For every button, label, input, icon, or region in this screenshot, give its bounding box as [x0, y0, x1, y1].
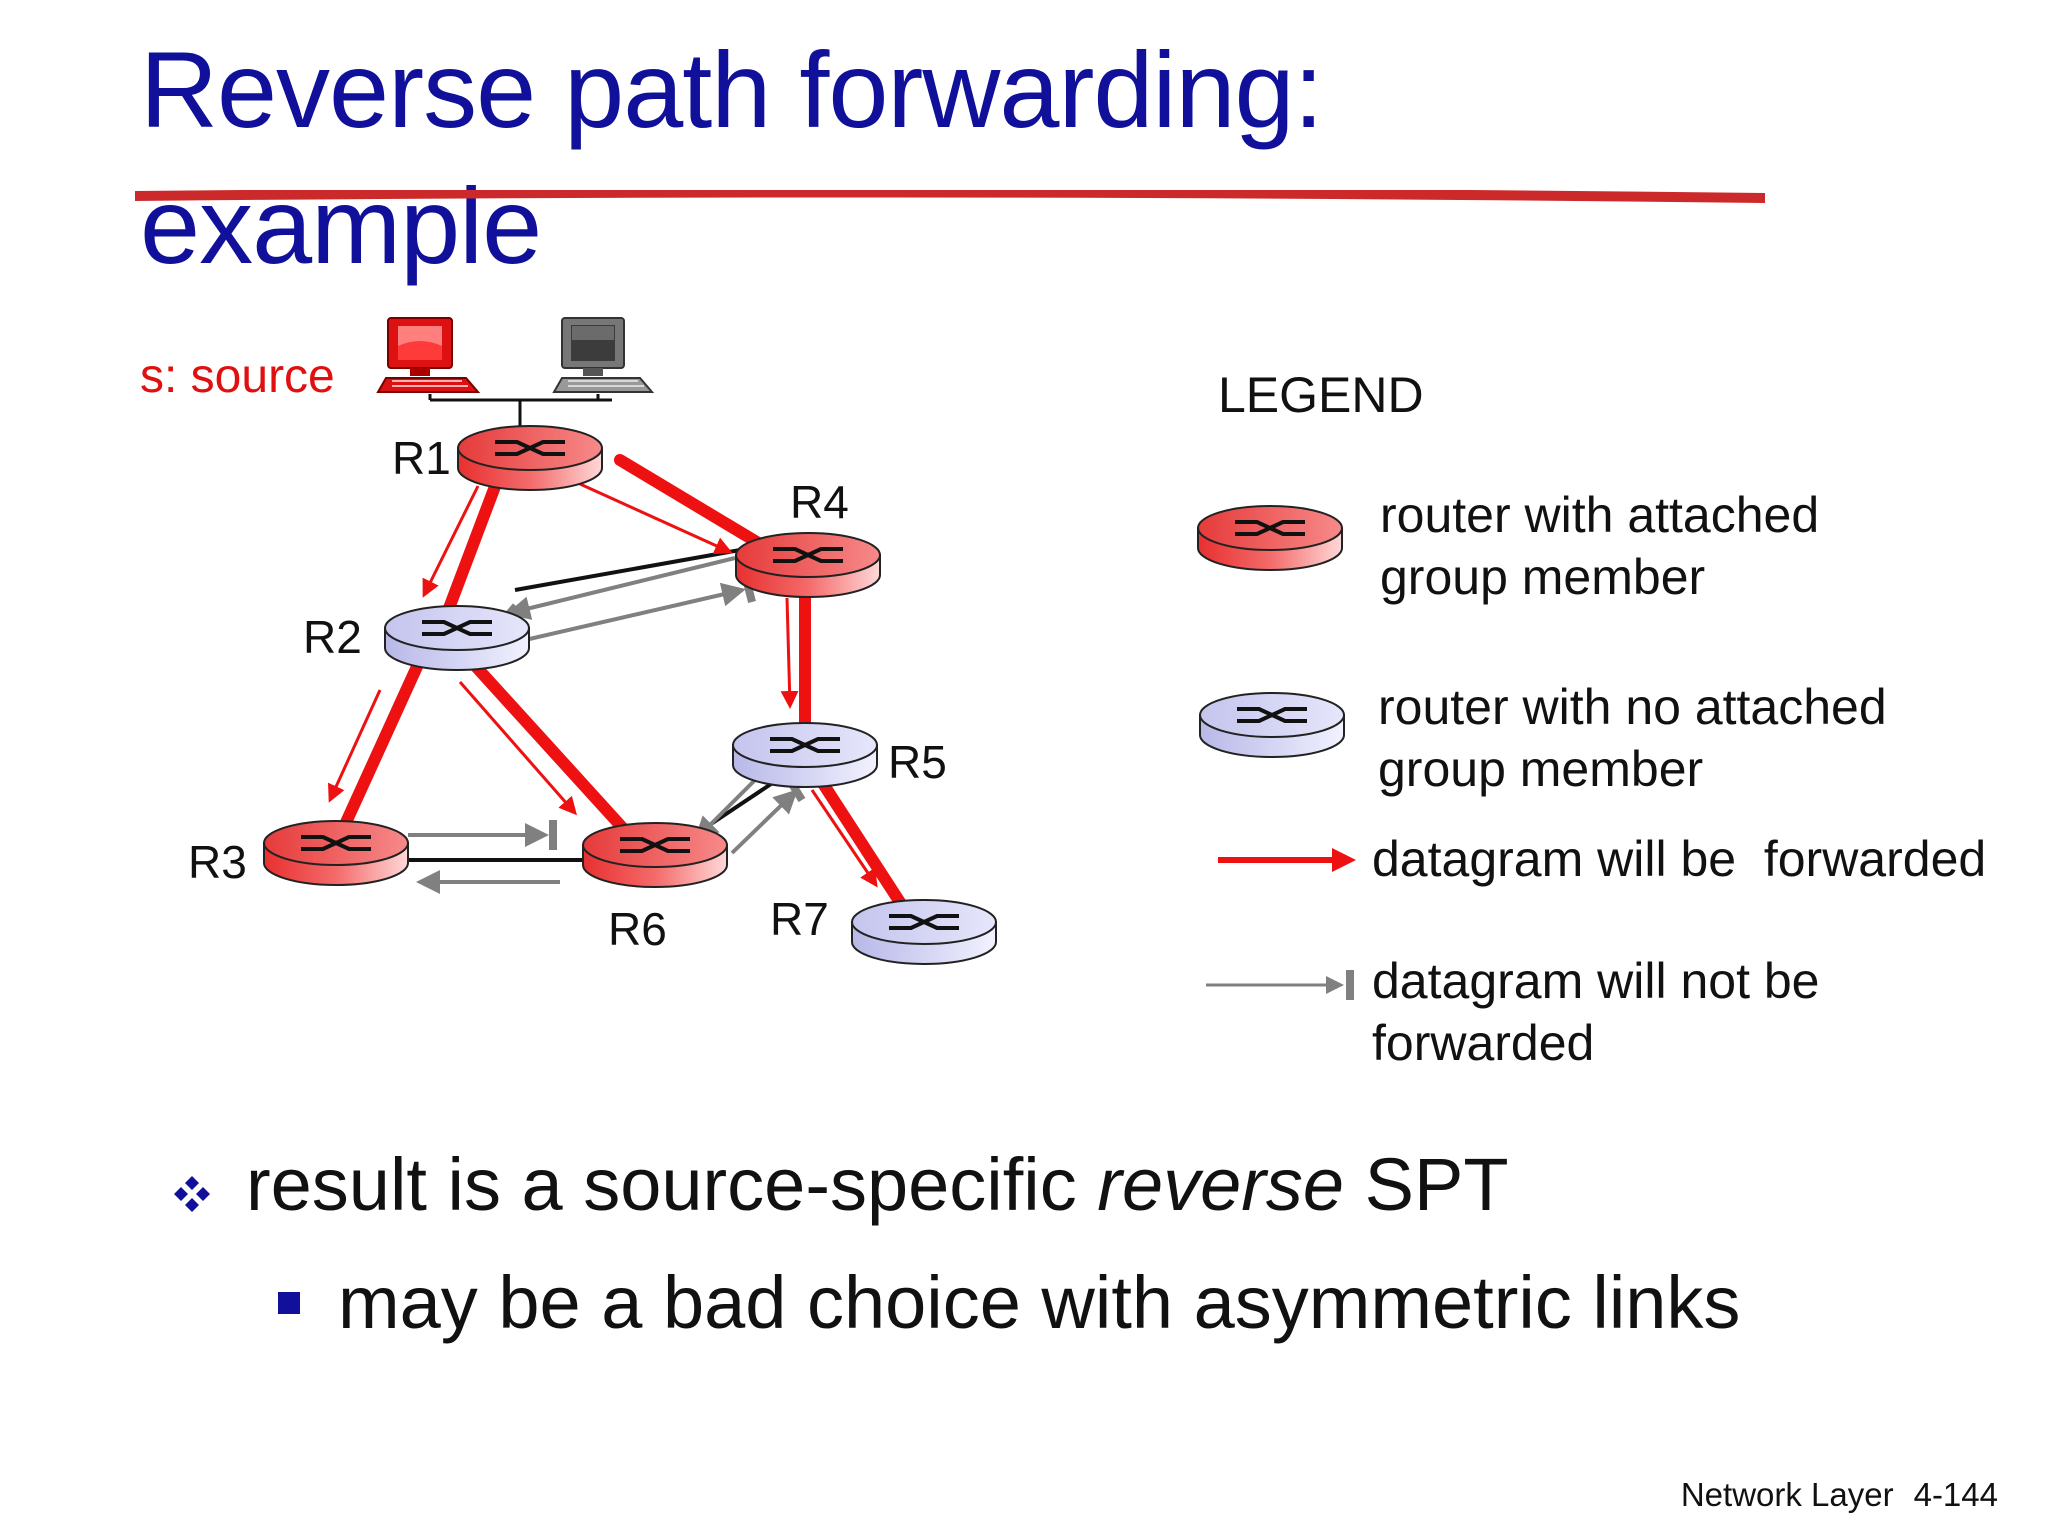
legend-member-router-text: router with attached group member [1380, 484, 1819, 608]
router-label-r3: R3 [188, 836, 247, 888]
legend-nonmember-line-1: router with no attached [1378, 679, 1887, 735]
legend-nonmember-router-text: router with no attached group member [1378, 676, 1887, 800]
router-label-r2: R2 [303, 611, 362, 663]
bullet-main-prefix: result is a source-specific [246, 1143, 1098, 1226]
legend-title: LEGEND [1218, 367, 1424, 423]
router-r6 [582, 822, 728, 888]
legend-forwarded-text: datagram will be forwarded [1372, 831, 1987, 887]
router-label-r5: R5 [888, 736, 947, 788]
footer-section: Network Layer [1680, 1476, 1894, 1513]
bullet-main-emphasis: reverse [1097, 1143, 1345, 1226]
title-line-2: example [140, 165, 542, 286]
legend-member-line-1: router with attached [1380, 487, 1820, 543]
legend-nonmember-line-2: group member [1378, 741, 1704, 797]
legend-nonmember-router-icon [1199, 692, 1345, 758]
bullet-sub-text: may be a bad choice with asymmetric link… [338, 1261, 1741, 1344]
router-label-r4: R4 [790, 476, 849, 528]
forwarded-arrows [328, 482, 878, 888]
legend-member-router-icon [1197, 505, 1343, 571]
source-computer-icon [376, 317, 481, 393]
router-r3 [263, 820, 409, 886]
router-label-r7: R7 [770, 893, 829, 945]
router-r2 [384, 605, 530, 671]
slide-title: Reverse path forwarding: example [140, 22, 1324, 294]
title-line-1: Reverse path forwarding: [140, 29, 1324, 150]
legend-member-line-2: group member [1380, 549, 1706, 605]
legend-not-forwarded-text: datagram will not be forwarded [1372, 950, 1819, 1074]
title-underline [135, 190, 1765, 203]
router-label-r1: R1 [392, 432, 451, 484]
slide-footer: Network Layer 4-144 [1681, 1476, 1998, 1514]
legend-not-forwarded-line-1: datagram will not be [1372, 953, 1820, 1009]
spt-links [332, 454, 911, 916]
router-r5 [732, 722, 878, 788]
source-label: s: source [140, 350, 335, 403]
square-bullet-icon [278, 1292, 300, 1314]
diamond-bullet-icon [174, 1176, 210, 1212]
router-r1 [457, 425, 603, 491]
legend-not-forwarded-line-2: forwarded [1372, 1015, 1595, 1071]
host-lan [428, 394, 612, 438]
bullet-main-text: result is a source-specific reverse SPT [246, 1140, 1509, 1230]
footer-page-number: 4-144 [1913, 1476, 1998, 1513]
legend-forwarded-arrow-icon [1218, 848, 1356, 872]
legend-not-forwarded-arrow-icon [1206, 970, 1354, 1000]
router-label-r6: R6 [608, 903, 667, 955]
router-r7 [851, 899, 997, 965]
computer-icon [552, 317, 655, 393]
bullet-main-suffix: SPT [1344, 1143, 1509, 1226]
router-r4 [735, 532, 881, 598]
